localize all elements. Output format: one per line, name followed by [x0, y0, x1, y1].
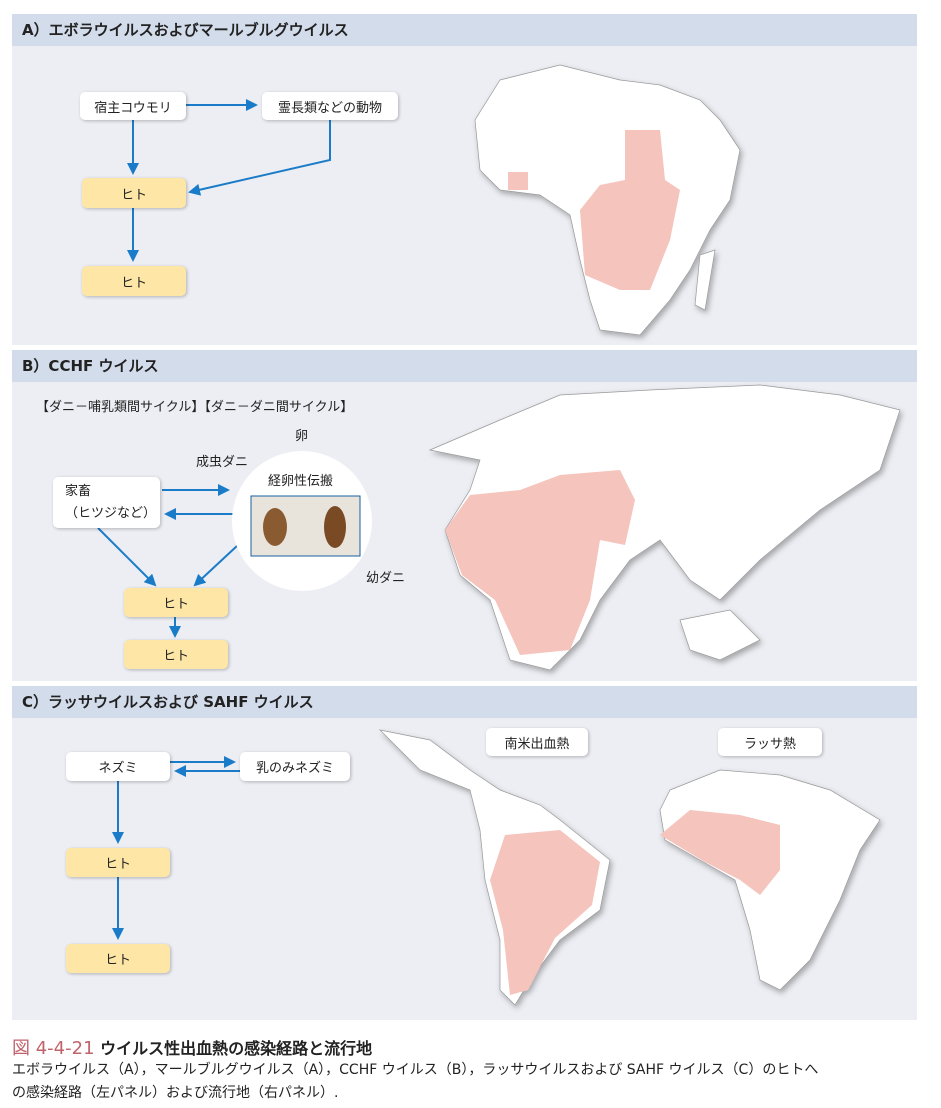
human-box: ヒト: [82, 266, 186, 296]
livestock-example: （ヒツジなど）: [65, 505, 157, 521]
panel-b-title: B）CCHF ウイルス: [12, 350, 917, 382]
figure-caption-title: 図 4-4-21 ウイルス性出血熱の感染経路と流行地: [12, 1034, 372, 1060]
human-box: ヒト: [124, 640, 228, 669]
transovarial-label: 経卵性伝搬: [268, 474, 334, 489]
map-africa-ebola: [474, 64, 741, 336]
map-africa-lassa: [659, 769, 881, 991]
map-south-america: [378, 729, 611, 1006]
caption-line-2: の感染経路（左パネル）および流行地（右パネル）.: [12, 1085, 339, 1101]
human-box: ヒト: [82, 178, 186, 208]
adult-tick-label: 成虫ダニ: [196, 455, 249, 470]
south-american-hf-label: 南米出血熱: [486, 728, 588, 756]
tick-larva-icon: [263, 508, 287, 546]
map-eurasia-cchf: [428, 384, 901, 671]
tick-adult-icon: [324, 506, 346, 548]
suckling-rat-box: 乳のみネズミ: [240, 752, 350, 781]
human-box: ヒト: [66, 848, 170, 877]
panel-c-title: C）ラッサウイルスおよび SAHF ウイルス: [12, 686, 917, 718]
arrow-livestock-to-human: [97, 527, 157, 587]
larva-label: 幼ダニ: [366, 571, 406, 586]
arrow-primate-to-human: [188, 120, 331, 196]
egg-label: 卵: [295, 429, 309, 444]
figure-number: 図 4-4-21: [12, 1038, 95, 1059]
primate-box: 霊長類などの動物: [262, 92, 398, 120]
host-bat-box: 宿主コウモリ: [80, 92, 186, 120]
livestock-label: 家畜: [65, 483, 92, 499]
human-box: ヒト: [124, 588, 228, 617]
human-box: ヒト: [66, 944, 170, 973]
figure-title: ウイルス性出血熱の感染経路と流行地: [100, 1039, 373, 1058]
arrow-tick-to-human: [193, 544, 239, 587]
lassa-fever-label: ラッサ熱: [718, 728, 822, 756]
panel-a-title: A）エボラウイルスおよびマールブルグウイルス: [12, 14, 917, 46]
caption-line-1: エボラウイルス（A），マールブルグウイルス（A），CCHF ウイルス（B），ラッ…: [12, 1062, 819, 1078]
livestock-box: 家畜 （ヒツジなど）: [53, 477, 160, 528]
cycle-labels: 【ダニ－哺乳類間サイクル】【ダニ－ダニ間サイクル】: [36, 400, 354, 415]
rat-box: ネズミ: [66, 752, 170, 781]
